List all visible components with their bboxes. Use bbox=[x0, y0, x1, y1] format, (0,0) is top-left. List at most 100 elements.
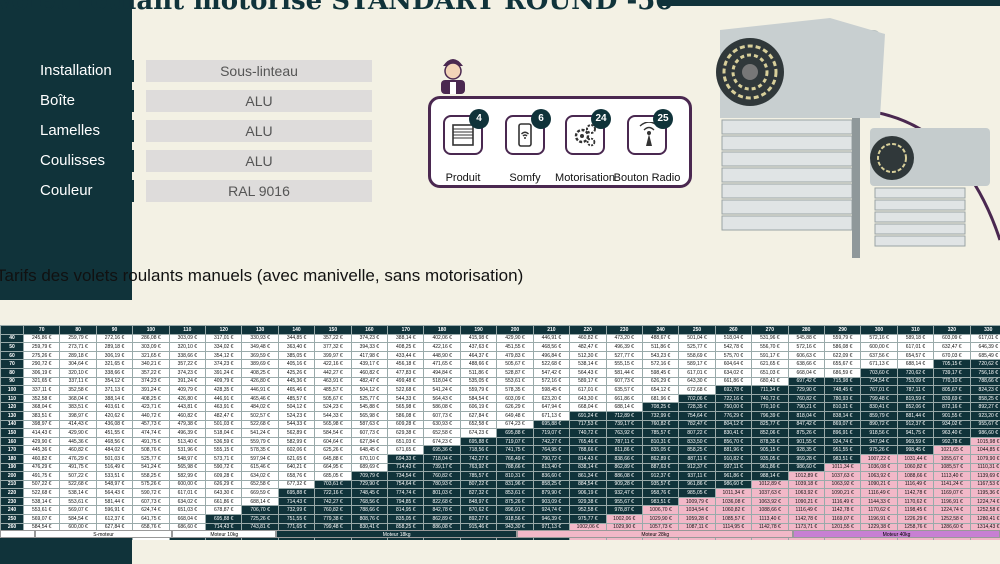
price-cell: 505,67 € bbox=[496, 359, 534, 369]
price-cell: 654,57 € bbox=[896, 350, 935, 361]
price-cell: 408,25 € bbox=[241, 367, 279, 378]
price-cell: 501,03 € bbox=[205, 419, 243, 430]
price-cell: 651,03 € bbox=[751, 367, 789, 378]
price-cell: 719,07 € bbox=[496, 436, 534, 447]
badge-motorisation[interactable]: 24 bbox=[565, 109, 611, 155]
price-cell: 484,02 € bbox=[241, 402, 279, 412]
price-cell: 245,86 € bbox=[22, 333, 61, 344]
price-cell: 533,51 € bbox=[95, 471, 134, 481]
price-cell: 983,51 € bbox=[823, 453, 862, 464]
price-cell: 722,16 € bbox=[314, 488, 352, 498]
price-cell: 590,72 € bbox=[132, 488, 170, 498]
price-cell: 602,06 € bbox=[277, 445, 316, 455]
price-cell: 896,91 € bbox=[496, 505, 534, 516]
price-cell: 1224,74 € bbox=[969, 496, 1000, 507]
price-cell: 643,30 € bbox=[205, 488, 243, 498]
height-header: 50 bbox=[0, 342, 24, 352]
price-cell: 986,60 € bbox=[969, 428, 1000, 438]
price-cell: 678,87 € bbox=[205, 505, 243, 516]
price-cell: 695,88 € bbox=[532, 419, 571, 430]
price-cell: 740,72 € bbox=[751, 393, 789, 404]
price-cell: 451,55 € bbox=[95, 428, 134, 438]
price-cell: 604,64 € bbox=[714, 359, 753, 369]
price-cell: 929,38 € bbox=[569, 496, 607, 507]
price-cell: 1011,34 € bbox=[714, 488, 753, 498]
price-cell: 869,07 € bbox=[823, 419, 862, 430]
price-cell: 259,79 € bbox=[22, 342, 61, 352]
price-cell: 805,67 € bbox=[933, 385, 971, 395]
spec-label: Lamelles bbox=[34, 120, 134, 142]
price-cell: 807,22 € bbox=[459, 479, 498, 490]
price-cell: 1195,36 € bbox=[969, 488, 1000, 498]
price-cell: 615,46 € bbox=[241, 462, 279, 473]
price-cell: 695,88 € bbox=[277, 488, 316, 498]
height-header: 110 bbox=[0, 393, 24, 404]
width-header: 260 bbox=[714, 325, 753, 335]
price-cell: 569,07 € bbox=[22, 514, 61, 524]
price-cell: 445,36 € bbox=[59, 436, 97, 447]
price-cell: 581,44 € bbox=[605, 367, 643, 378]
price-cell: 352,58 € bbox=[59, 385, 97, 395]
height-header: 100 bbox=[0, 385, 24, 395]
price-cell: 652,58 € bbox=[459, 419, 498, 430]
price-cell: 637,56 € bbox=[860, 350, 898, 361]
badge-somfy[interactable]: 6 bbox=[505, 109, 551, 155]
price-cell: 476,29 € bbox=[59, 453, 97, 464]
price-cell: 634,02 € bbox=[168, 496, 207, 507]
price-cell: 983,51 € bbox=[641, 496, 680, 507]
price-cell: 836,60 € bbox=[532, 471, 571, 481]
price-cell: 934,02 € bbox=[933, 419, 971, 430]
price-cell: 935,57 € bbox=[641, 479, 680, 490]
price-cell: 686,59 € bbox=[823, 367, 862, 378]
badge-bouton-radio[interactable]: 25 bbox=[627, 109, 673, 155]
badge-produit[interactable]: 4 bbox=[443, 109, 489, 155]
height-header: 240 bbox=[0, 505, 24, 516]
price-cell: 437,63 € bbox=[459, 342, 498, 352]
price-cell: 340,21 € bbox=[132, 359, 170, 369]
price-cell: 525,77 € bbox=[678, 342, 716, 352]
price-cell: 543,23 € bbox=[641, 350, 680, 361]
price-cell: 547,42 € bbox=[532, 367, 571, 378]
price-cell: 1063,92 € bbox=[860, 471, 898, 481]
price-cell: 607,73 € bbox=[132, 496, 170, 507]
price-cell: 634,02 € bbox=[241, 471, 279, 481]
price-cell: 835,05 € bbox=[387, 514, 425, 524]
price-cell: 787,11 € bbox=[896, 385, 935, 395]
price-cell: 1169,07 € bbox=[933, 488, 971, 498]
price-cell: 785,57 € bbox=[641, 428, 680, 438]
price-cell: 433,44 € bbox=[387, 350, 425, 361]
price-cell: 1090,21 € bbox=[860, 479, 898, 490]
price-cell: 748,45 € bbox=[823, 385, 862, 395]
price-cell: 626,29 € bbox=[205, 479, 243, 490]
price-cell: 623,20 € bbox=[532, 393, 571, 404]
price-cell: 760,82 € bbox=[641, 419, 680, 430]
price-cell: 881,44 € bbox=[896, 410, 935, 421]
price-cell: 890,72 € bbox=[860, 419, 898, 430]
spec-value: Sous-linteau bbox=[146, 60, 372, 82]
price-cell: 582,99 € bbox=[168, 471, 207, 481]
price-cell: 590,72 € bbox=[205, 462, 243, 473]
price-cell: 1090,21 € bbox=[787, 496, 825, 507]
price-cell: 780,93 € bbox=[823, 393, 862, 404]
spec-label: Boîte bbox=[34, 90, 134, 112]
price-cell: 545,88 € bbox=[787, 333, 825, 344]
price-cell: 558,25 € bbox=[132, 471, 170, 481]
price-cell: 688,14 € bbox=[896, 359, 935, 369]
badge-label: Bouton Radio bbox=[613, 172, 681, 184]
price-cell: 522,68 € bbox=[532, 359, 571, 369]
width-header: 300 bbox=[860, 325, 898, 335]
price-cell: 958,76 € bbox=[641, 488, 680, 498]
price-cell: 670,03 € bbox=[933, 350, 971, 361]
price-cell: 1012,89 € bbox=[751, 479, 789, 490]
price-cell: 565,98 € bbox=[168, 462, 207, 473]
price-cell: 439,17 € bbox=[350, 359, 389, 369]
price-cell: 460,82 € bbox=[22, 453, 61, 464]
